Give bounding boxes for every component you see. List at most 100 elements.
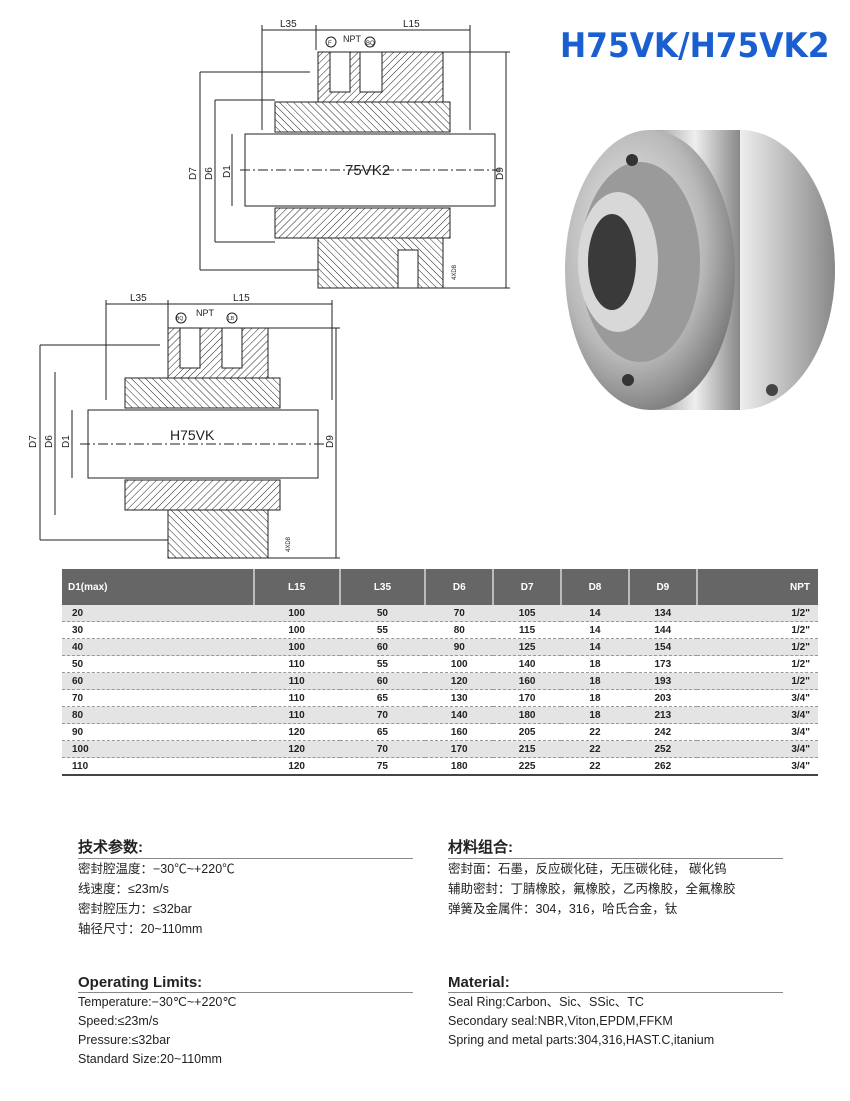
line: Speed:≤23m/s [78,1014,159,1028]
table-cell: 40 [62,638,254,656]
line: 线速度：≤23m/s [78,882,169,896]
table-cell: 100 [253,605,340,622]
label-port-b: BQ [366,41,375,47]
model-label: H75VK [170,427,215,443]
label-d1: D1 [61,435,72,448]
label-l35: L35 [280,19,297,30]
table-cell: 1/2" [696,605,818,622]
table-cell: 100 [62,740,254,758]
label-d6: D6 [44,435,55,448]
table-cell: 110 [253,672,340,690]
table-cell: 110 [62,757,254,776]
table-cell: 144 [628,621,697,639]
section-heading: 材料组合: [448,836,783,859]
label-port-a: BQ [176,316,183,322]
table-cell: 180 [425,757,494,776]
table-cell: 14 [561,605,629,622]
label-d7: D7 [188,167,199,180]
label-port-a: F [328,41,332,47]
table-cell: 120 [253,757,340,776]
table-cell: 125 [493,638,562,656]
table-cell: 154 [628,638,697,656]
table-cell: 70 [339,706,426,724]
table-cell: 203 [628,689,697,707]
table-cell: 80 [425,621,494,639]
table-cell: 80 [62,706,254,724]
table-cell: 70 [425,605,494,622]
table-cell: 120 [425,672,494,690]
line: Standard Size:20~110mm [78,1052,222,1066]
table-cell: 3/4" [696,740,818,758]
table-cell: 170 [425,740,494,758]
table-cell: 110 [253,655,340,673]
table-cell: 3/4" [696,757,818,776]
table-cell: 140 [425,706,494,724]
table-cell: 160 [425,723,494,741]
table-cell: 18 [561,706,629,724]
table-cell: 18 [561,672,629,690]
table-cell: 14 [561,638,629,656]
materials-cn: 材料组合: 密封面：石墨，反应碳化硅，无压碳化硅， 碳化钨 辅助密封：丁腈橡胶，… [448,836,783,919]
table-cell: 120 [253,723,340,741]
table-cell: 1/2" [696,655,818,673]
table-cell: 115 [493,621,562,639]
line: 轴径尺寸：20~110mm [78,922,203,936]
label-d6: D6 [204,167,215,180]
line: 密封腔温度：−30℃~+220℃ [78,862,235,876]
table-cell: 100 [425,655,494,673]
section-heading: Material: [448,974,783,993]
table-cell: 225 [493,757,562,776]
table-cell: 1/2" [696,672,818,690]
table-cell: 65 [339,723,426,741]
table-cell: 18 [561,655,629,673]
table-header-row: D1(max) L15 L35 D6 D7 D8 D9 NPT [62,569,818,605]
label-d8: 4XD8 [452,264,458,280]
table-cell: 55 [339,655,426,673]
table-cell: 120 [253,740,340,758]
label-d1: D1 [222,165,233,178]
col-npt: NPT [696,569,818,605]
table-cell: 1/2" [696,638,818,656]
line: Secondary seal:NBR,Viton,EPDM,FFKM [448,1014,673,1028]
table-cell: 215 [493,740,562,758]
table-cell: 170 [493,689,562,707]
table-cell: 60 [339,638,426,656]
table-cell: 173 [628,655,697,673]
table-cell: 180 [493,706,562,724]
label-d7: D7 [28,435,39,448]
table-cell: 110 [253,689,340,707]
table-cell: 3/4" [696,706,818,724]
line: Seal Ring:Carbon、Sic、SSic、TC [448,995,644,1009]
line: 辅助密封：丁腈橡胶，氟橡胶，乙丙橡胶，全氟橡胶 [448,882,736,896]
table-cell: 140 [493,655,562,673]
table-cell: 18 [561,689,629,707]
col-d1: D1(max) [62,569,255,605]
drawing-h75vk [39,300,340,559]
col-d6: D6 [425,569,495,605]
line: Pressure:≤32bar [78,1033,171,1047]
section-heading: Operating Limits: [78,974,413,993]
table-cell: 55 [339,621,426,639]
line: 密封面：石墨，反应碳化硅，无压碳化硅， 碳化钨 [448,862,727,876]
col-d7: D7 [493,569,563,605]
table-cell: 60 [62,672,254,690]
label-d8: 4XD8 [286,536,292,552]
model-label: 75VK2 [345,162,390,179]
table-cell: 70 [339,740,426,758]
table-cell: 110 [253,706,340,724]
label-d9: D9 [325,435,336,448]
label-port-b: LB [228,316,235,322]
line: Spring and metal parts:304,316,HAST.C,it… [448,1033,715,1047]
section-heading: 技术参数: [78,836,413,859]
table-cell: 20 [62,605,254,622]
table-cell: 252 [628,740,697,758]
